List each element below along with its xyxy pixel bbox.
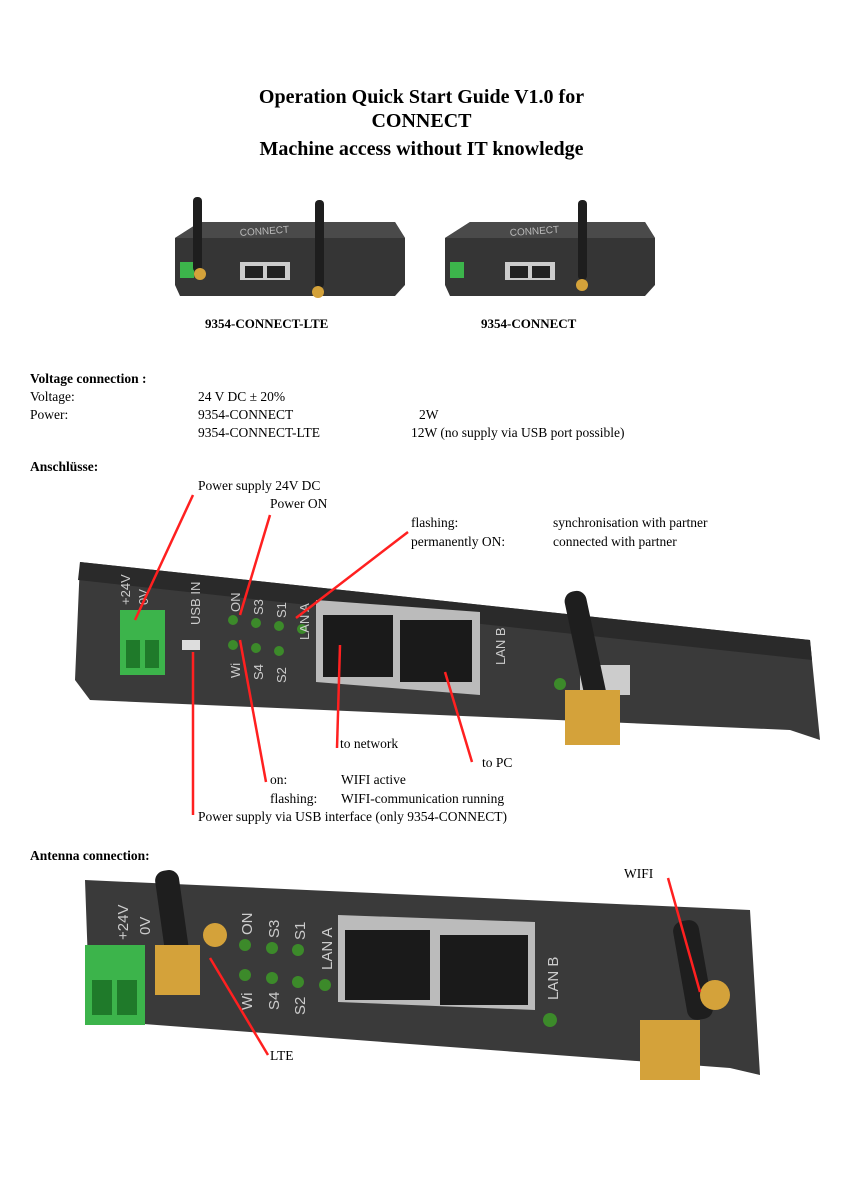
power-model: 9354-CONNECT	[198, 407, 294, 422]
label-permanent: permanently ON:	[411, 534, 506, 549]
power-value: 2W	[419, 407, 439, 422]
svg-text:Wi: Wi	[228, 663, 243, 678]
svg-text:CONNECT: CONNECT	[239, 225, 289, 239]
product-photo-standard: CONNECT	[445, 200, 655, 296]
svg-text:S4: S4	[251, 664, 266, 680]
power-value: 12W (no supply via USB port possible)	[411, 425, 625, 440]
voltage-value: 24 V DC ± 20%	[198, 389, 286, 404]
antenna-heading: Antenna connection:	[30, 848, 150, 863]
svg-text:CONNECT: CONNECT	[509, 225, 559, 239]
power-label: Power:	[30, 407, 69, 422]
label-wifi-on-value: WIFI active	[341, 772, 406, 787]
voltage-label: Voltage:	[30, 389, 75, 404]
product-photo-lte: CONNECT	[175, 197, 405, 298]
svg-text:ON: ON	[239, 913, 256, 936]
svg-text:LAN B: LAN B	[493, 627, 508, 665]
product-name: CONNECT	[371, 110, 472, 132]
doc-title: Operation Quick Start Guide V1.0 for	[258, 86, 585, 108]
label-flashing-value: synchronisation with partner	[553, 515, 708, 530]
label-power-supply: Power supply 24V DC	[198, 478, 321, 493]
svg-text:S1: S1	[274, 602, 289, 618]
caption-standard: 9354-CONNECT	[481, 316, 577, 331]
label-wifi-flash-value: WIFI-communication running	[341, 791, 505, 806]
svg-text:LAN B: LAN B	[545, 957, 562, 1000]
svg-text:USB IN: USB IN	[188, 582, 203, 625]
power-model: 9354-CONNECT-LTE	[198, 425, 321, 440]
device-front-connections: +24V 0V USB IN ON S3 S1 LAN A Wi S4 S2 L…	[75, 562, 820, 745]
label-wifi-antenna: WIFI	[624, 866, 654, 881]
voltage-heading: Voltage connection :	[30, 371, 147, 386]
svg-text:Wi: Wi	[239, 993, 256, 1011]
svg-text:+24V: +24V	[115, 905, 132, 940]
label-wifi-flash: flashing:	[270, 791, 318, 806]
label-flashing: flashing:	[411, 515, 459, 530]
svg-text:LAN A: LAN A	[297, 603, 312, 640]
label-usb-power: Power supply via USB interface (only 935…	[198, 809, 507, 824]
label-lte-antenna: LTE	[270, 1048, 294, 1063]
svg-text:S2: S2	[292, 997, 309, 1015]
label-to-pc: to PC	[482, 755, 513, 770]
connections-heading: Anschlüsse:	[30, 459, 99, 474]
label-power-on: Power ON	[270, 496, 328, 511]
svg-text:S3: S3	[251, 599, 266, 615]
doc-subtitle: Machine access without IT knowledge	[259, 138, 584, 160]
svg-text:S4: S4	[266, 992, 283, 1010]
svg-text:S1: S1	[292, 922, 309, 940]
label-permanent-value: connected with partner	[553, 534, 677, 549]
svg-text:0V: 0V	[137, 917, 154, 935]
caption-lte: 9354-CONNECT-LTE	[205, 316, 329, 331]
svg-text:LAN A: LAN A	[319, 927, 336, 970]
svg-text:S3: S3	[266, 920, 283, 938]
callout-lines	[133, 494, 702, 1056]
svg-text:+24V: +24V	[118, 574, 133, 605]
svg-text:ON: ON	[228, 593, 243, 613]
label-wifi-on: on:	[270, 772, 288, 787]
device-front-antennas: +24V 0V ON S3 S1 LAN A Wi S4 S2 LAN B	[85, 870, 760, 1080]
label-to-network: to network	[340, 736, 399, 751]
svg-text:S2: S2	[274, 667, 289, 683]
